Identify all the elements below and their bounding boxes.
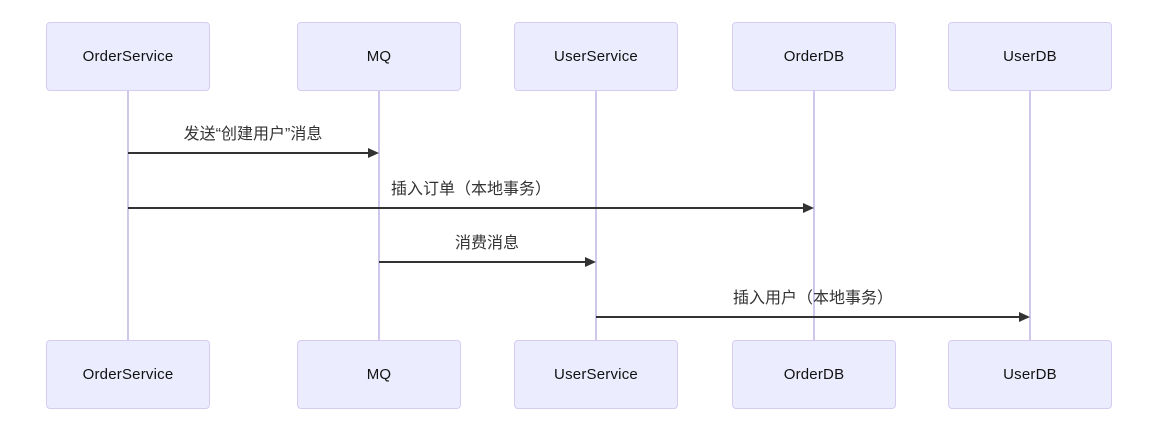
arrowhead-icon [368,148,379,158]
actor-label: UserDB [1003,366,1057,383]
actor-label: UserDB [1003,48,1057,65]
actor-orderdb-top: OrderDB [732,22,896,91]
lifeline-orderservice [127,91,129,341]
arrowhead-icon [803,203,814,213]
message-arrow-line [128,207,804,209]
arrowhead-icon [1019,312,1030,322]
message-arrow-line [128,152,369,154]
actor-label: UserService [554,48,638,65]
actor-label: UserService [554,366,638,383]
message-label-send-create-user: 发送“创建用户”消息 [183,126,323,143]
message-label-insert-user: 插入用户（本地事务） [732,290,894,307]
actor-label: MQ [366,366,392,383]
actor-orderservice-top: OrderService [46,22,210,91]
lifeline-mq [378,91,380,341]
actor-userservice-bottom: UserService [514,340,678,409]
actor-label: OrderService [82,366,174,383]
lifeline-userdb [1029,91,1031,341]
arrowhead-icon [585,257,596,267]
actor-userdb-top: UserDB [948,22,1112,91]
lifeline-userservice [595,91,597,341]
actor-label: OrderService [82,48,174,65]
actor-userdb-bottom: UserDB [948,340,1112,409]
actor-mq-bottom: MQ [297,340,461,409]
actor-orderservice-bottom: OrderService [46,340,210,409]
actor-userservice-top: UserService [514,22,678,91]
actor-label: OrderDB [783,366,845,383]
actor-orderdb-bottom: OrderDB [732,340,896,409]
actor-mq-top: MQ [297,22,461,91]
message-label-insert-order: 插入订单（本地事务） [390,181,552,198]
message-arrow-line [379,261,586,263]
actor-label: MQ [366,48,392,65]
message-arrow-line [596,316,1019,318]
actor-label: OrderDB [783,48,845,65]
lifeline-orderdb [813,91,815,341]
message-label-consume-message: 消费消息 [454,235,520,252]
